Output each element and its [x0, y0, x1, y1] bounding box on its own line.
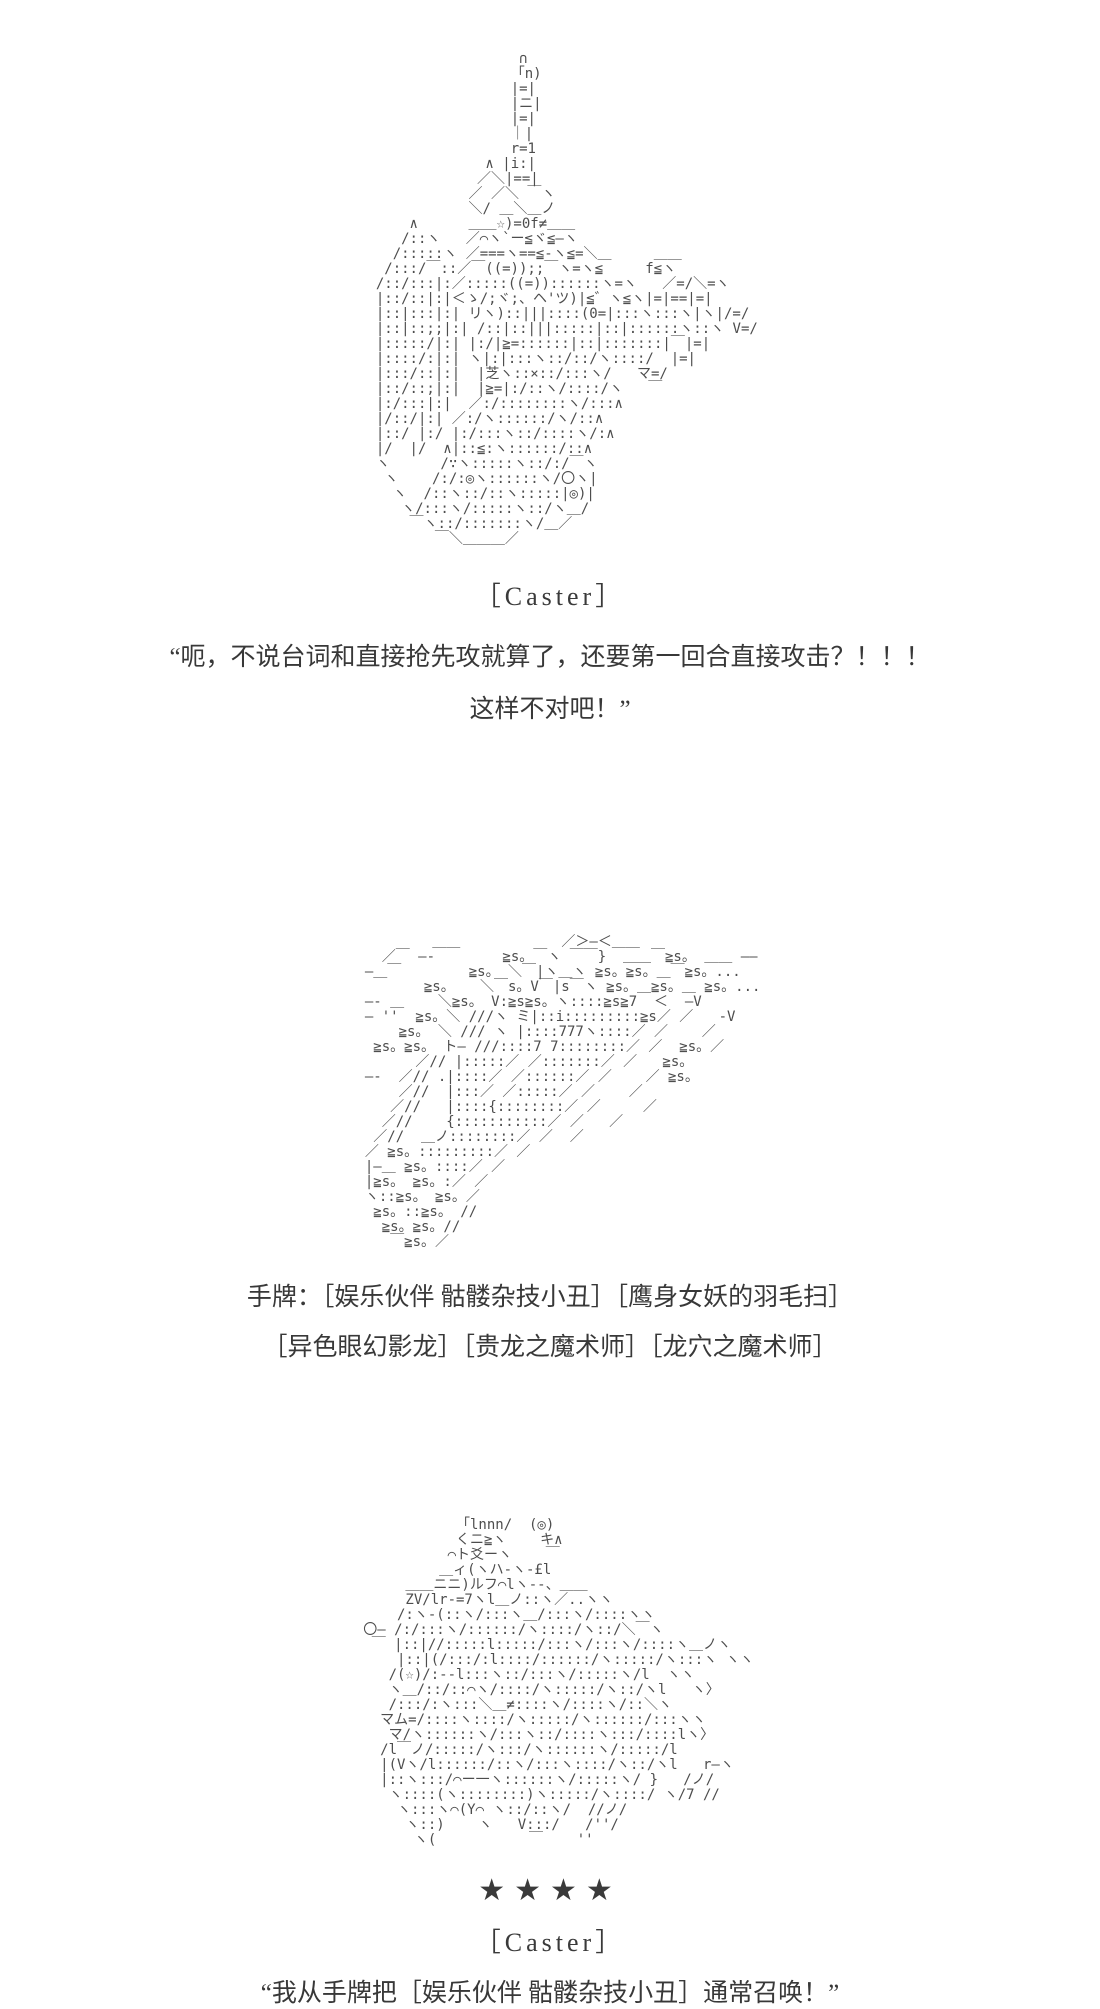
card-hand-ascii-art: ＿＿ ／＞―＜＿＿ ／￣ ―- ≧s。￣ヽ ￣￣} ＿＿￣≧s。 ＿＿ ―― ―…	[364, 934, 761, 1250]
dialogue-line-3-clipped: “我从手牌把［娱乐伙伴 骷髅杂技小丑］通常召唤！”	[260, 1980, 840, 2007]
monster-level-stars: ★★★★	[478, 1874, 622, 1907]
speaker-label-caster: ［Caster］	[474, 582, 626, 611]
caster-portrait-ascii-art: ∩ 「n) |=| |ニ| |=| ｜| r=1 ∧ |i:| ／＼|==|	[375, 51, 758, 547]
caster-portrait-aa-block: ∩ 「n) |=| |ニ| |=| ｜| r=1 ∧ |i:| ／＼|==|	[0, 52, 1100, 548]
card-hand-aa-block: ＿＿ ／＞―＜＿＿ ／￣ ―- ≧s。￣ヽ ￣￣} ＿＿￣≧s。 ＿＿ ―― ―…	[0, 935, 1100, 1251]
summoned-monster-ascii-art: 「lnnn/ (◎) くニ≧ヽ キ∧ ⌒ト爻ーヽ ￣ ＿ィ(ヽハ-ヽ-£l ＿＿…	[363, 1517, 754, 1848]
hand-cards-line-1: 手牌：［娱乐伙伴 骷髅杂技小丑］［鹰身女妖的羽毛扫］	[246, 1284, 854, 1311]
speaker-label-caster-bottom: ［Caster］	[474, 1928, 626, 1957]
hand-cards-line-2: ［异色眼幻影龙］［贵龙之魔术师］［龙穴之魔术师］	[262, 1334, 838, 1361]
dialogue-line-1: “呃，不说台词和直接抢先攻就算了，还要第一回合直接攻击？！！！	[169, 644, 931, 671]
dialogue-line-2: 这样不对吧！”	[469, 696, 631, 723]
summoned-monster-aa-block: 「lnnn/ (◎) くニ≧ヽ キ∧ ⌒ト爻ーヽ ￣ ＿ィ(ヽハ-ヽ-£l ＿＿…	[0, 1518, 1100, 1849]
